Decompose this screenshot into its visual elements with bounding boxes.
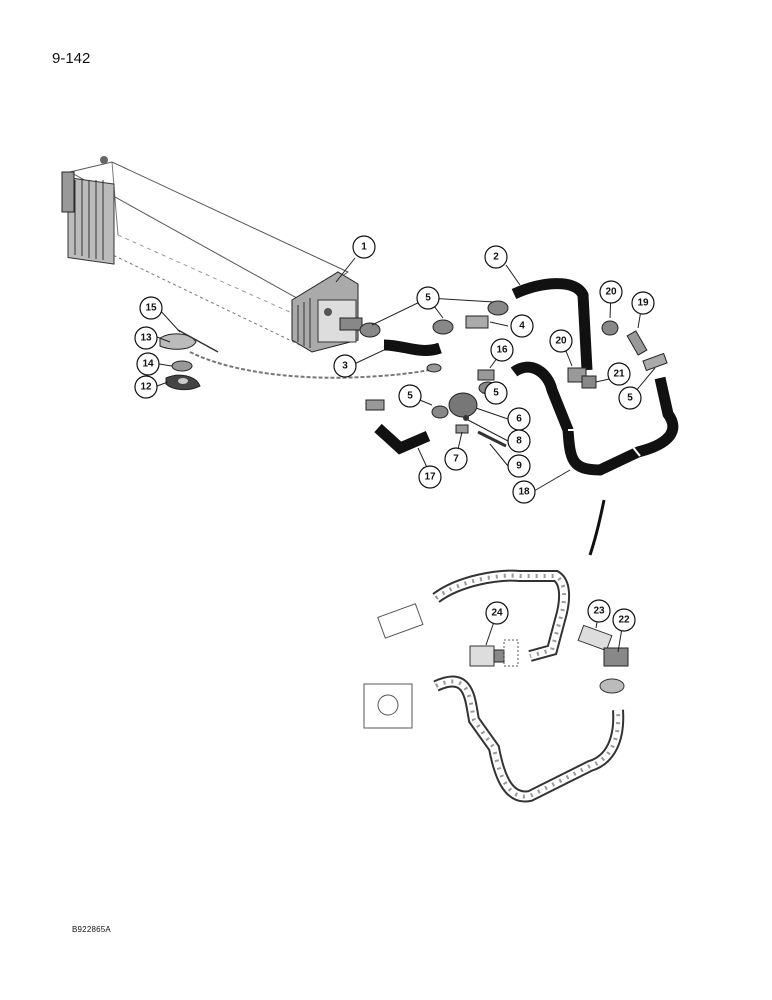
callout-label: 3: [342, 361, 348, 372]
callout-label: 5: [493, 388, 499, 399]
figure-code: B922865A: [72, 925, 111, 934]
callout-label: 17: [424, 472, 436, 483]
callout-2: 2: [484, 245, 508, 269]
callout-bubbles: 1 2 3 4 5 5 5 5 5 6 7 8 9 12 13 14 15 16…: [134, 235, 655, 632]
callout-6: 6: [507, 407, 531, 431]
callout-24: 24: [485, 601, 509, 625]
callout-label: 1: [361, 242, 367, 253]
callout-22: 22: [612, 608, 636, 632]
callout-20a: 20: [599, 280, 623, 304]
callout-label: 5: [407, 391, 413, 402]
callout-label: 12: [140, 382, 152, 393]
callout-17: 17: [418, 465, 442, 489]
callout-label: 24: [491, 608, 503, 619]
callout-7: 7: [444, 447, 468, 471]
callout-4: 4: [510, 314, 534, 338]
callout-14: 14: [136, 352, 160, 376]
callout-1: 1: [352, 235, 376, 259]
upper-hoses: [374, 278, 679, 556]
callout-label: 7: [453, 454, 459, 465]
callout-9: 9: [507, 454, 531, 478]
callout-label: 21: [613, 369, 625, 380]
callout-label: 14: [142, 359, 154, 370]
callout-18: 18: [512, 480, 536, 504]
callout-12: 12: [134, 375, 158, 399]
callout-label: 22: [618, 615, 630, 626]
detail-view: [363, 569, 629, 803]
callout-label: 13: [140, 333, 152, 344]
callout-5c: 5: [484, 381, 508, 405]
callout-3: 3: [333, 354, 357, 378]
callout-5a: 5: [416, 286, 440, 310]
callout-5d: 5: [618, 386, 642, 410]
callout-label: 18: [518, 487, 530, 498]
callout-label: 5: [425, 293, 431, 304]
callout-21: 21: [607, 362, 631, 386]
page-number: 9-142: [52, 50, 91, 67]
callout-label: 6: [516, 414, 522, 425]
left-fin-block: [61, 156, 115, 265]
callout-label: 8: [516, 436, 522, 447]
callout-19: 19: [631, 291, 655, 315]
callout-label: 23: [593, 606, 605, 617]
callout-23: 23: [587, 599, 611, 623]
callout-label: 9: [516, 461, 522, 472]
callout-8: 8: [507, 429, 531, 453]
heater-core: [61, 156, 441, 379]
callout-label: 5: [627, 393, 633, 404]
callout-label: 20: [605, 287, 617, 298]
callout-20b: 20: [549, 329, 573, 353]
callout-label: 4: [519, 321, 525, 332]
callout-16: 16: [490, 338, 514, 362]
callout-label: 15: [145, 303, 157, 314]
callout-label: 19: [637, 298, 649, 309]
callout-15: 15: [139, 296, 163, 320]
callout-label: 2: [493, 252, 499, 263]
right-fin-block: [291, 271, 363, 353]
callout-label: 20: [555, 336, 567, 347]
callout-13: 13: [134, 326, 158, 350]
callout-5b: 5: [398, 384, 422, 408]
fittings: [159, 300, 668, 448]
callout-label: 16: [496, 345, 508, 356]
